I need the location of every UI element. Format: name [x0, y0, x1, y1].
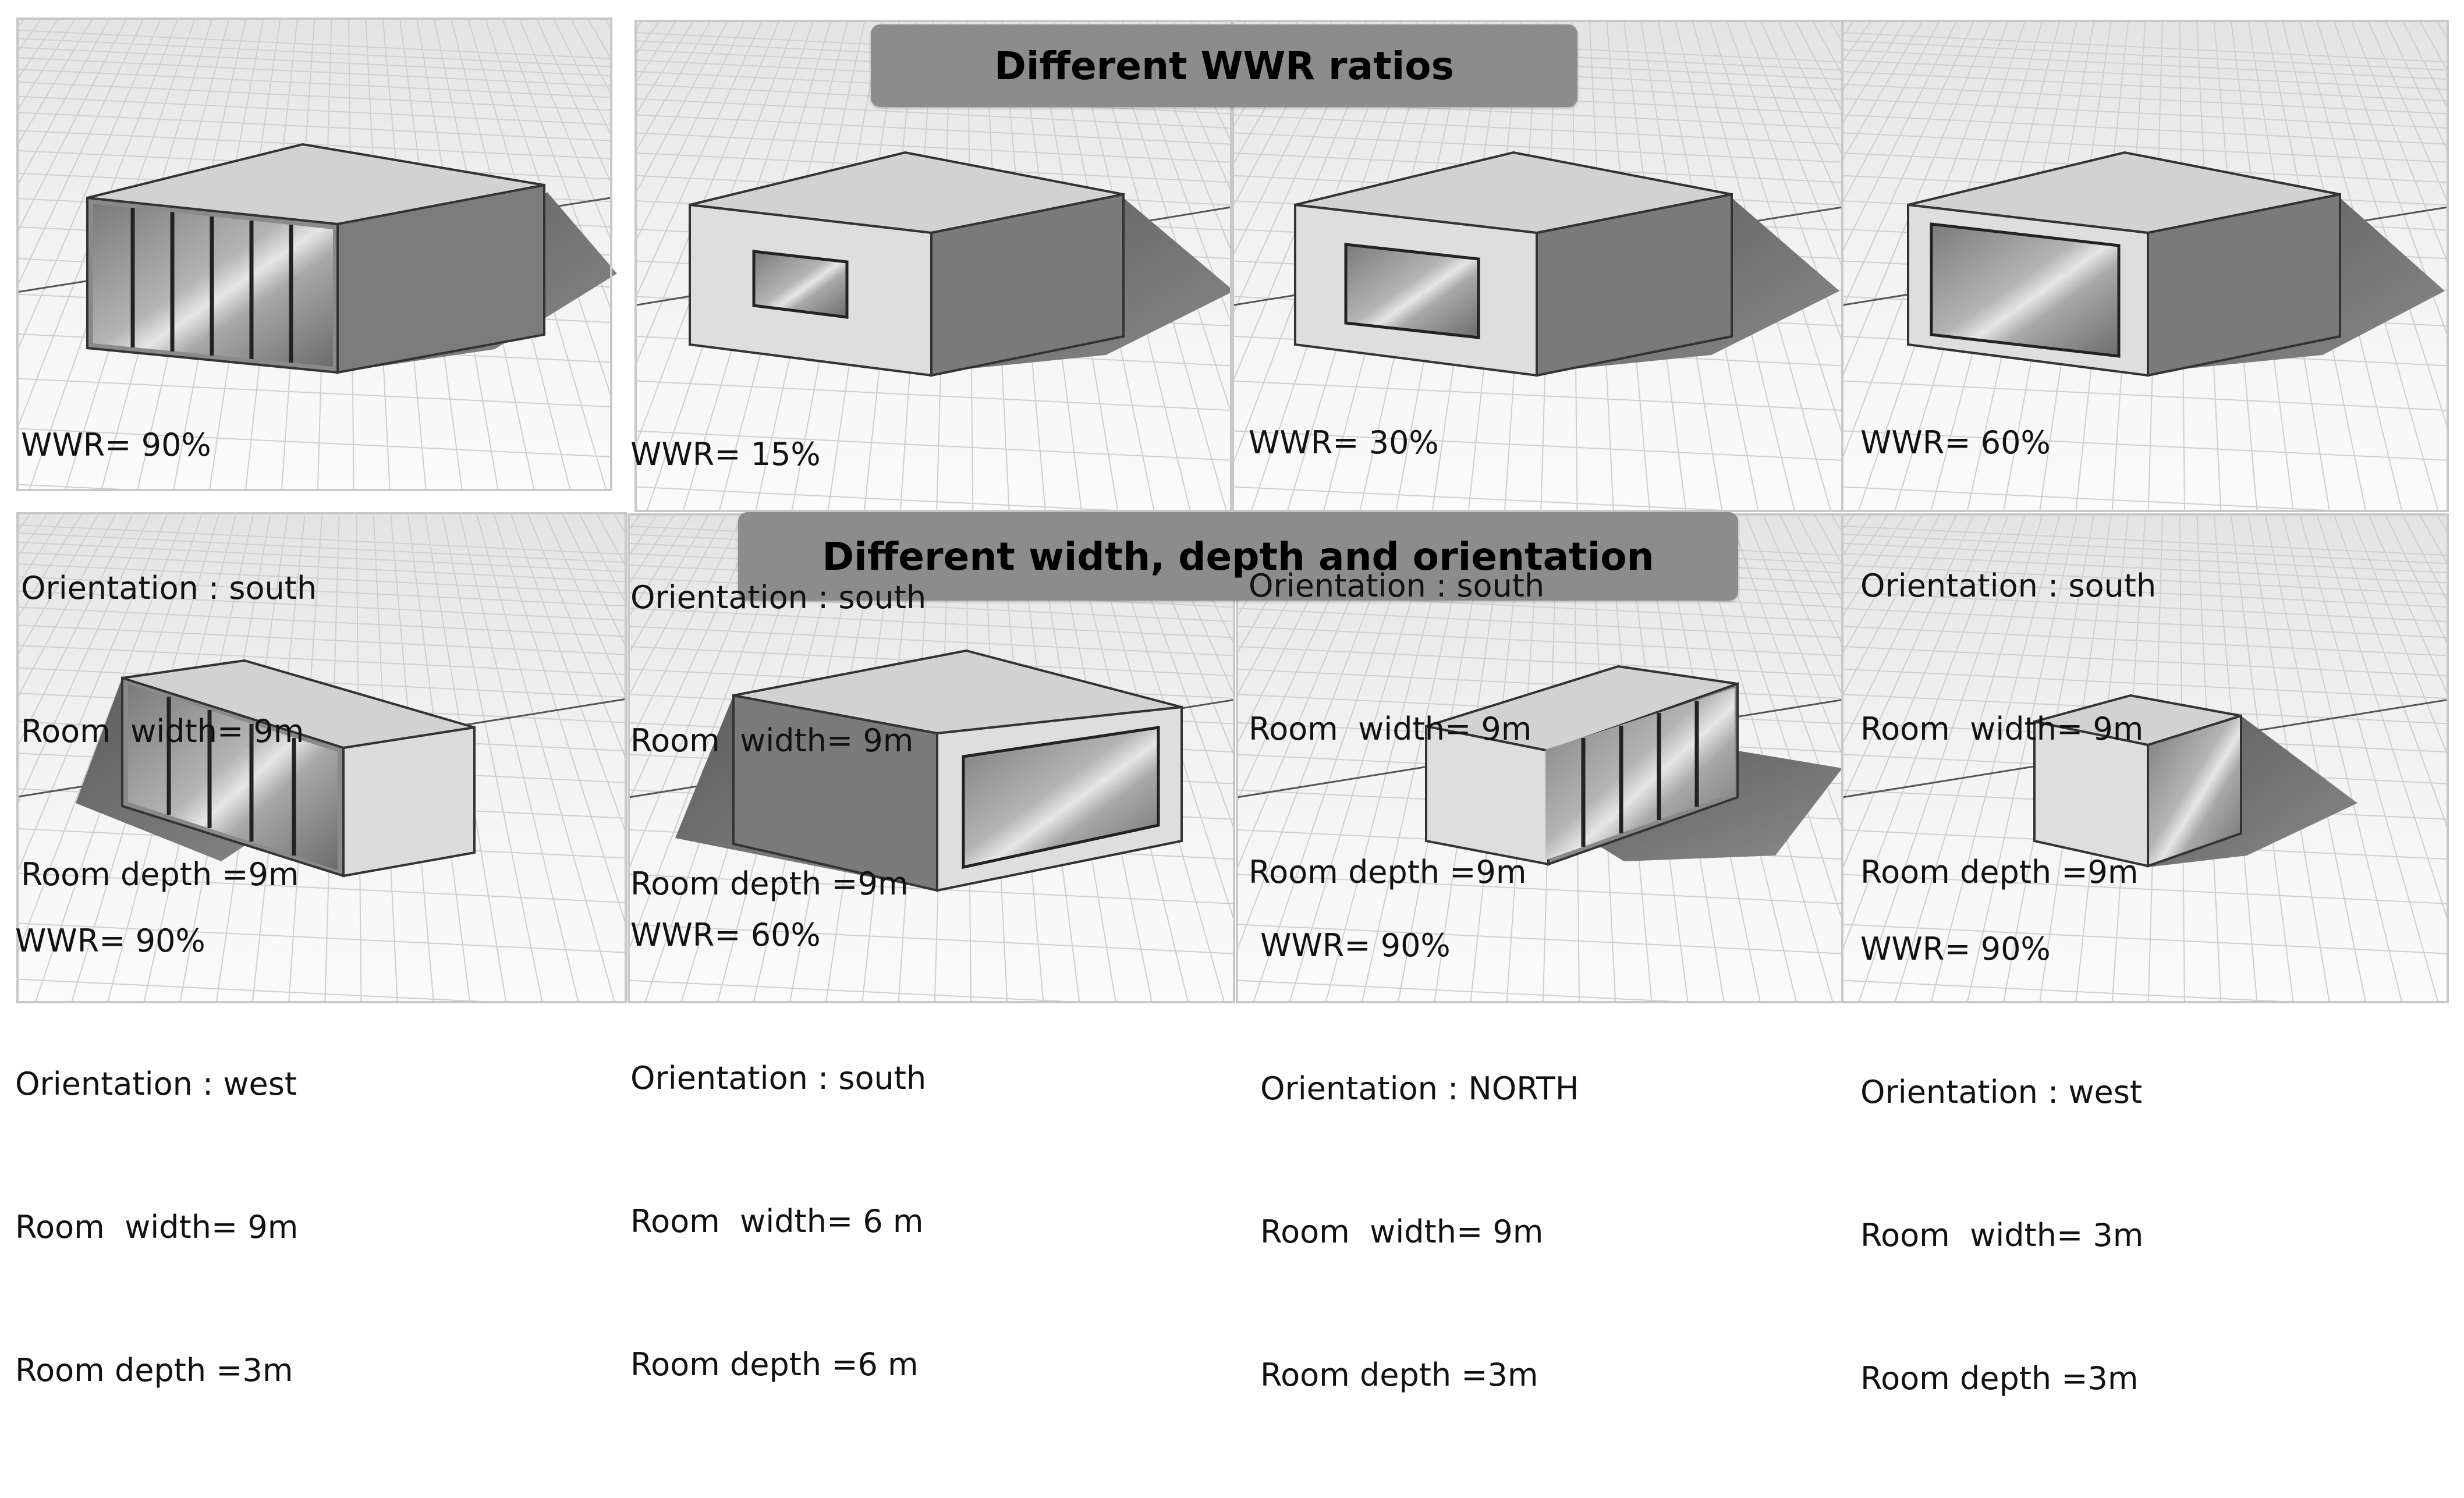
- wwr-label: WWR= 15%: [630, 431, 926, 478]
- depth-label: Room depth =3m: [15, 1347, 298, 1394]
- wwr-label: WWR= 60%: [1860, 419, 2156, 467]
- width-label: Room width= 9m: [1860, 705, 2156, 753]
- orientation-label: Orientation : west: [1860, 1069, 2143, 1116]
- width-label: Room width= 3m: [1860, 1212, 2143, 1259]
- orientation-label: Orientation : south: [630, 1055, 926, 1102]
- orientation-label: Orientation : west: [15, 1060, 298, 1108]
- width-label: Room width= 9m: [1249, 705, 1544, 753]
- width-label: Room width= 9m: [15, 1204, 298, 1251]
- banner-wwr-ratios: Different WWR ratios: [871, 24, 1577, 107]
- wwr-label: WWR= 90%: [1860, 925, 2143, 973]
- wwr-label: WWR= 60%: [630, 911, 926, 959]
- orientation-label: Orientation : south: [630, 574, 926, 622]
- depth-label: Room depth =3m: [1860, 1355, 2143, 1403]
- orientation-label: Orientation : south: [21, 565, 317, 612]
- window-2: [754, 251, 847, 317]
- wwr-label: WWR= 30%: [1249, 419, 1544, 467]
- orientation-label: Orientation : south: [1860, 562, 2156, 610]
- wwr-label: WWR= 90%: [1260, 922, 1579, 970]
- orientation-label: Orientation : south: [1249, 562, 1544, 610]
- depth-label: Room depth =3m: [1260, 1351, 1579, 1399]
- width-label: Room width= 9m: [21, 708, 317, 755]
- caption-panel-6: WWR= 60% Orientation : south Room width=…: [630, 816, 926, 1484]
- wwr-label: WWR= 90%: [15, 917, 298, 965]
- caption-panel-5: WWR= 90% Orientation : west Room width= …: [15, 822, 298, 1490]
- depth-label: Room depth =6 m: [630, 1341, 926, 1389]
- orientation-label: Orientation : NORTH: [1260, 1065, 1579, 1113]
- width-label: Room width= 9m: [1260, 1208, 1579, 1256]
- width-label: Room width= 6 m: [630, 1198, 926, 1245]
- width-label: Room width= 9m: [630, 717, 926, 765]
- figure: Different WWR ratios Different width, de…: [0, 0, 2464, 1016]
- caption-panel-7: WWR= 90% Orientation : NORTH Room width=…: [1260, 826, 1579, 1495]
- wwr-label: WWR= 90%: [21, 421, 317, 469]
- caption-panel-8: WWR= 90% Orientation : west Room width= …: [1860, 830, 2143, 1498]
